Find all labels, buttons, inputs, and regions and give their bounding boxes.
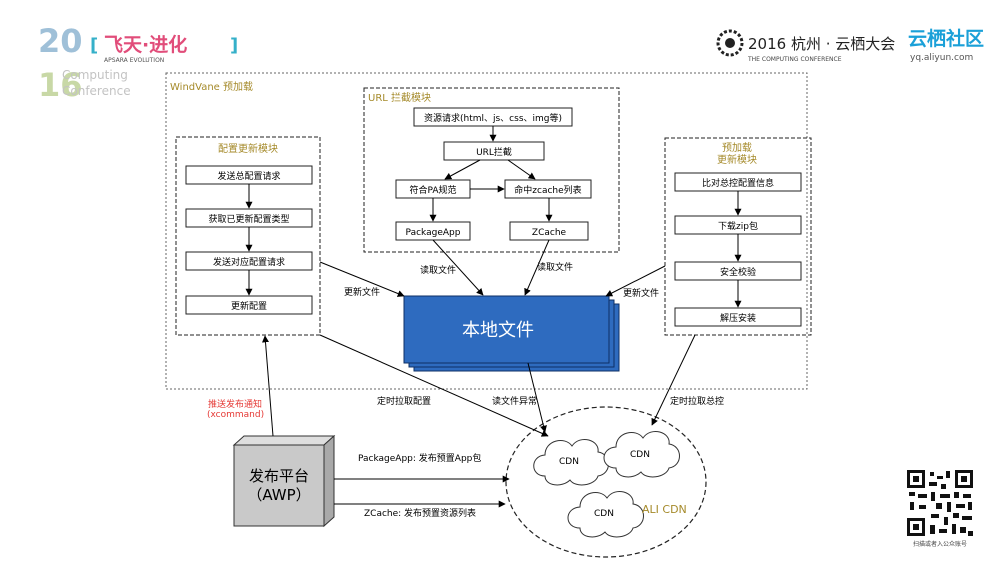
cdn-cloud-3 (567, 490, 644, 538)
edge-read-left: 读取文件 (420, 264, 456, 276)
url-module-title: URL 拦截模块 (368, 91, 431, 104)
config-module-container (175, 136, 321, 336)
edge-update-left: 更新文件 (344, 286, 380, 298)
awp-label-2: （AWP） (247, 486, 310, 504)
conference-title: 2016 杭州 · 云栖大会 THE COMPUTING CONFERENCE … (716, 27, 984, 63)
edge-read-right: 读取文件 (537, 261, 573, 273)
hit-zcache-node (504, 179, 592, 199)
arrow-preload-timed-pull (651, 334, 696, 426)
brand-name: 云栖社区 (908, 27, 984, 50)
edge-push-notice: 推送发布通知 (208, 398, 262, 410)
preload-step-3-label: 安全校验 (720, 266, 756, 278)
qr-caption: 扫描或者入公众账号 (913, 540, 967, 548)
config-step-4-label: 更新配置 (231, 300, 267, 312)
arrow-config-to-files (319, 261, 405, 297)
logo-evolution-text: 飞天·进化 (104, 33, 187, 56)
edge-update-right: 更新文件 (623, 287, 659, 299)
logo-side-2: Conference (62, 84, 131, 98)
config-step-1-label: 发送总配置请求 (217, 170, 280, 182)
windvane-container (165, 72, 808, 390)
resource-request-label: 资源请求(html、js、css、img等) (424, 112, 562, 124)
url-module-arrows (429, 126, 553, 222)
url-intercept-node (443, 141, 545, 161)
logo-year-bottom: 16 (38, 66, 83, 104)
edge-read-error: 读文件异常 (492, 395, 537, 407)
conference-subtitle: THE COMPUTING CONFERENCE (747, 56, 842, 63)
preload-step-4-label: 解压安装 (720, 312, 756, 324)
conference-emblem-icon (716, 29, 744, 57)
logo-bracket-left: [ (90, 35, 98, 56)
hit-zcache-label: 命中zcache列表 (514, 184, 581, 196)
ali-cdn-label: ALI CDN (642, 503, 687, 516)
local-files-label: 本地文件 (462, 320, 534, 341)
logo-side-1: Computing (62, 68, 128, 82)
arrow-intercept-to-pa (444, 159, 481, 180)
arrow-config-timed-pull (319, 334, 549, 437)
conference-logo: 20 16 [ 飞天·进化 ] APSARA EVOLUTION Computi… (38, 22, 238, 104)
arrow-preload-to-files (605, 265, 666, 297)
windvane-title: WindVane 预加载 (170, 81, 253, 93)
url-intercept-label: URL拦截 (476, 146, 512, 158)
local-files-stack: 本地文件 (403, 295, 620, 372)
arrow-intercept-to-zcache (507, 159, 536, 180)
preload-step-2-label: 下载zip包 (718, 220, 758, 232)
ali-cdn-boundary (505, 406, 707, 558)
cdn-cloud-2 (603, 430, 680, 478)
config-step-3-label: 发送对应配置请求 (213, 256, 285, 268)
preload-step-1-label: 比对总控配置信息 (702, 177, 774, 189)
match-pa-label: 符合PA规范 (409, 184, 456, 196)
config-step-2-label: 获取已更新配置类型 (208, 213, 289, 225)
zcache-label: ZCache (532, 228, 567, 238)
awp-platform: 发布平台 （AWP） (232, 434, 336, 528)
brand-url: yq.aliyun.com (910, 53, 973, 63)
conference-name: 2016 杭州 · 云栖大会 (748, 35, 895, 53)
qr-code: 扫描或者入公众账号 (907, 470, 973, 548)
logo-bracket-right: ] (230, 35, 238, 56)
config-step-4-node (185, 295, 313, 315)
cdn-cloud-1 (533, 438, 609, 486)
config-module-title: 配置更新模块 (218, 142, 278, 155)
url-module-container (363, 87, 620, 253)
cdn-node-1-label: CDN (559, 457, 579, 467)
edge-timed-pull-master: 定时拉取总控 (670, 395, 724, 407)
package-app-label: PackageApp (406, 228, 461, 238)
preload-step-4-node (674, 307, 802, 327)
arrow-read-error-to-cdn (527, 362, 547, 433)
edge-push-cmd: (xcommand) (207, 410, 264, 420)
preload-module-title-1: 预加载 (722, 142, 752, 154)
logo-subtitle: APSARA EVOLUTION (104, 57, 164, 64)
awp-label-1: 发布平台 (249, 467, 309, 485)
arrow-awp-push-notice (262, 335, 274, 437)
edge-timed-pull-config: 定时拉取配置 (377, 395, 431, 407)
preload-module-container (664, 137, 812, 336)
edge-publish-package: PackageApp: 发布预置App包 (358, 452, 481, 464)
arrow-packageapp-to-files (432, 239, 484, 296)
flow-arrows (262, 239, 696, 508)
logo-year-top: 20 (38, 22, 83, 60)
preload-module-title-2: 更新模块 (717, 153, 757, 166)
cdn-node-2-label: CDN (630, 450, 650, 460)
arrow-zcache-to-files (524, 239, 550, 296)
cdn-node-3-label: CDN (594, 509, 614, 519)
edge-publish-list: ZCache: 发布预置资源列表 (364, 507, 476, 519)
